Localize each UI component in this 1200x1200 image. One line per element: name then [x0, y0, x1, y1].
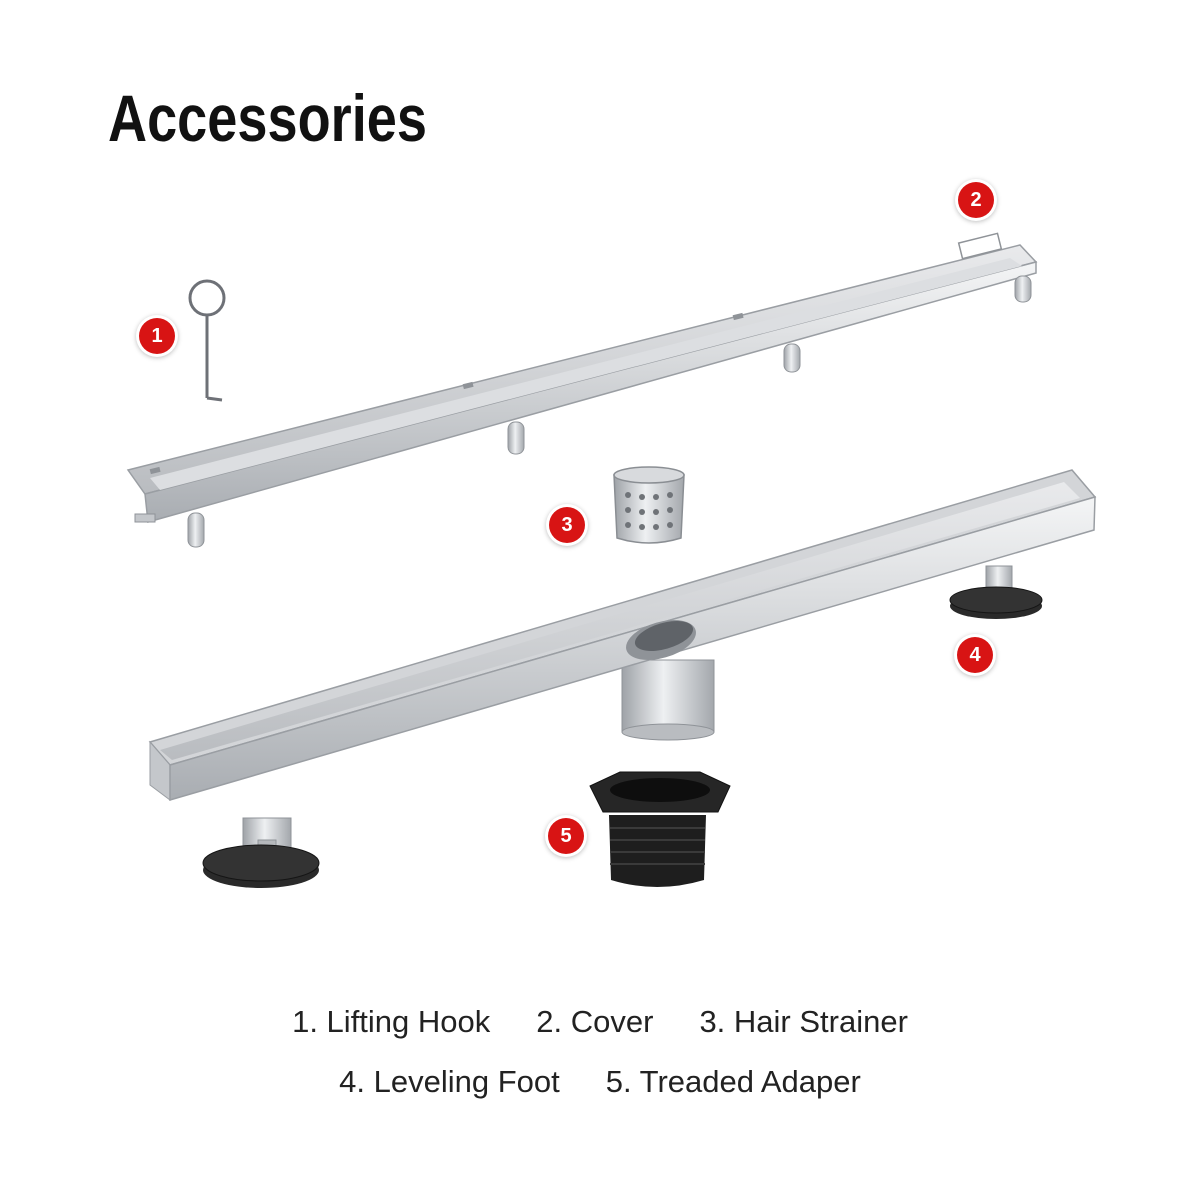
legend-item: 4. Leveling Foot	[339, 1064, 560, 1099]
hair-strainer-icon	[613, 466, 685, 544]
badge-1: 1	[139, 318, 175, 354]
badge-3: 3	[549, 507, 585, 543]
legend-item: 3. Hair Strainer	[699, 1004, 908, 1039]
legend-row-2: 4. Leveling Foot 5. Treaded Adaper	[0, 1064, 1200, 1100]
badge-5: 5	[548, 818, 584, 854]
legend-row-1: 1. Lifting Hook 2. Cover 3. Hair Straine…	[0, 1004, 1200, 1040]
legend-item: 5. Treaded Adaper	[605, 1064, 861, 1099]
legend-item: 1. Lifting Hook	[292, 1004, 491, 1039]
page-title: Accessories	[108, 81, 427, 155]
drain-channel-icon	[148, 469, 1097, 802]
leveling-foot-icon	[202, 565, 1043, 888]
badge-2: 2	[958, 182, 994, 218]
threaded-adapter-icon	[589, 771, 731, 887]
badge-4: 4	[957, 637, 993, 673]
lifting-hook-icon	[188, 279, 226, 402]
legend-item: 2. Cover	[536, 1004, 654, 1039]
drain-cover-icon	[126, 232, 1038, 548]
